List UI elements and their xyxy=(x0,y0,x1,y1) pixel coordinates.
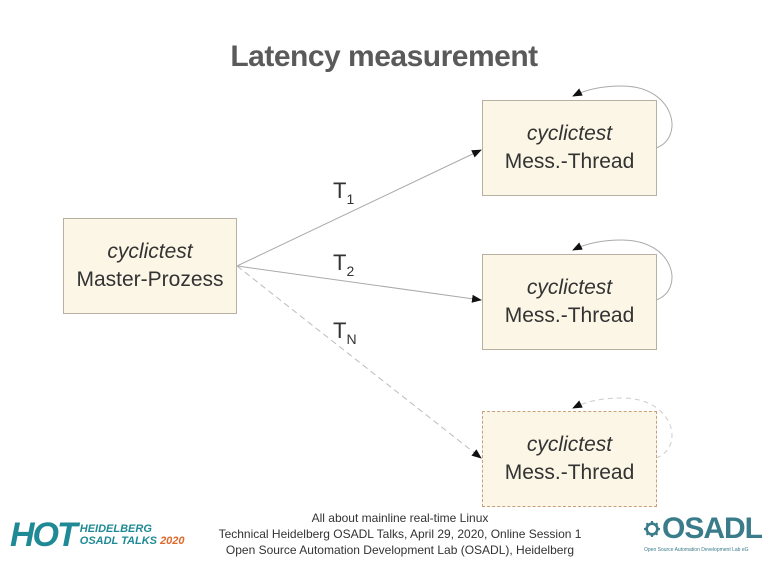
slide-title: Latency measurement xyxy=(230,40,538,73)
master-process-box: cyclictest Master-Prozess xyxy=(63,218,237,314)
edge-label-t2: T2 xyxy=(333,250,354,279)
osadl-logo-tagline: Open Source Automation Development Lab e… xyxy=(644,547,749,553)
thread-3-line2: Mess.-Thread xyxy=(504,461,635,484)
loop-arrow-2 xyxy=(572,239,673,301)
edge-label-tn-base: T xyxy=(333,318,347,343)
thread-2-line1: cyclictest xyxy=(526,276,613,299)
hot-logo-year: 2020 xyxy=(160,535,185,547)
loop-arrow-3 xyxy=(572,397,673,459)
arrow-t2 xyxy=(236,265,482,303)
thread-3-line1: cyclictest xyxy=(526,433,613,456)
thread-1-line2: Mess.-Thread xyxy=(504,150,635,173)
thread-box-3: cyclictest Mess.-Thread xyxy=(482,411,657,507)
arrow-t1 xyxy=(236,149,482,267)
hot-logo-sub: HEIDELBERG OSADL TALKS 2020 xyxy=(80,523,185,547)
edge-label-t2-base: T xyxy=(333,250,347,275)
edge-label-t1-sub: 1 xyxy=(346,191,355,207)
footer-line2: Technical Heidelberg OSADL Talks, April … xyxy=(218,527,582,541)
hot-logo-line1: HEIDELBERG xyxy=(79,523,152,535)
edge-label-t2-sub: 2 xyxy=(346,263,355,279)
hot-logo-line2a: OSADL TALKS xyxy=(79,535,157,547)
footer-line3: Open Source Automation Development Lab (… xyxy=(225,543,575,557)
arrow-tn xyxy=(236,265,482,459)
hot-logo-line2: OSADL TALKS 2020 xyxy=(80,535,185,547)
loop-arrow-1 xyxy=(572,85,673,149)
edge-label-t1: T1 xyxy=(333,178,354,207)
thread-box-1: cyclictest Mess.-Thread xyxy=(482,100,657,196)
master-line2: Master-Prozess xyxy=(76,268,224,291)
footer-line1: All about mainline real-time Linux xyxy=(311,511,489,525)
edge-label-tn-sub: N xyxy=(346,331,357,347)
thread-1-line1: cyclictest xyxy=(526,122,613,145)
hot-logo-text: HOT xyxy=(10,515,78,554)
edge-label-t1-base: T xyxy=(333,178,347,203)
osadl-gear-icon xyxy=(644,521,660,537)
osadl-logo-text: OSADL xyxy=(662,512,763,545)
hot-logo: HOT HEIDELBERG OSADL TALKS 2020 xyxy=(10,515,185,554)
thread-2-line2: Mess.-Thread xyxy=(504,304,635,327)
edge-label-tn: TN xyxy=(333,318,357,347)
osadl-logo: OSADL Open Source Automation Development… xyxy=(644,512,763,562)
footer: All about mainline real-time Linux Techn… xyxy=(190,510,610,558)
thread-box-2: cyclictest Mess.-Thread xyxy=(482,254,657,350)
master-line1: cyclictest xyxy=(107,240,193,263)
